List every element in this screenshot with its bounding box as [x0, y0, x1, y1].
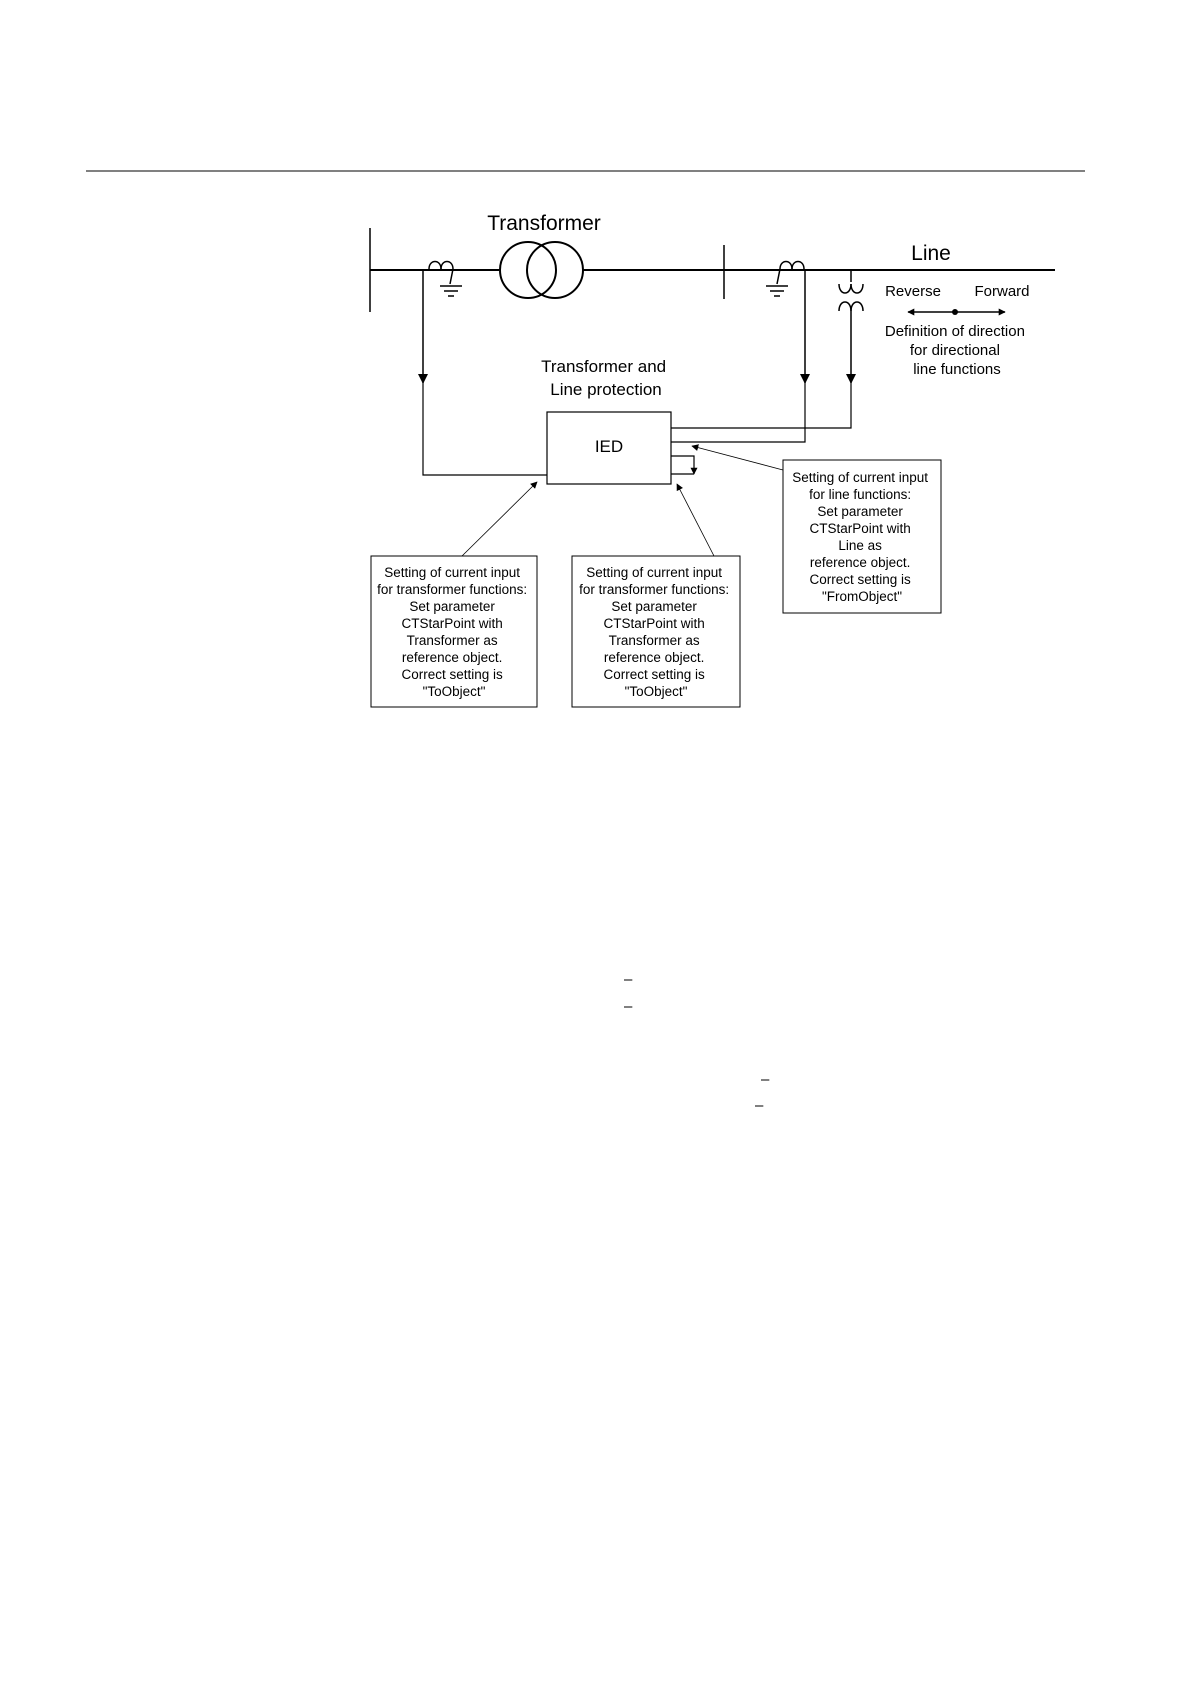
- note-transformer-left: Setting of current input for transformer…: [370, 555, 538, 708]
- transformer-label: Transformer: [487, 212, 601, 235]
- overbar-mark: –: [755, 1097, 764, 1114]
- leader-line-note: [691, 444, 784, 471]
- note-line: Set parameter: [611, 599, 697, 614]
- note-line: "ToObject": [625, 684, 688, 699]
- wire-right-ct: [671, 269, 810, 443]
- note-line-functions: Setting of current input for line functi…: [782, 459, 942, 614]
- reverse-label: Reverse: [885, 283, 941, 300]
- line-label: Line: [911, 242, 951, 265]
- note-line: CTStarPoint with: [809, 521, 910, 536]
- note-line: Correct setting is: [809, 572, 911, 587]
- note-line: "FromObject": [822, 589, 902, 604]
- direction-definition-line: Definition of direction: [885, 323, 1025, 340]
- note-line: Correct setting is: [603, 667, 705, 682]
- overbar-mark: –: [761, 1071, 770, 1088]
- note-line: CTStarPoint with: [401, 616, 502, 631]
- transformer-symbol: [499, 241, 584, 299]
- leader-middle-note: [676, 483, 715, 557]
- svg-text:Setting of current input: Setting of current input for transformer…: [377, 565, 531, 699]
- svg-text:Setting of current input: Setting of current input for transformer…: [579, 565, 733, 699]
- overbar-mark: –: [624, 998, 633, 1015]
- note-transformer-right: Setting of current input for transformer…: [571, 555, 741, 708]
- ied-star-point-loop: [671, 455, 698, 475]
- note-line: Correct setting is: [401, 667, 503, 682]
- svg-text:Setting of current input: Setting of current input for line functi…: [792, 470, 932, 604]
- leader-left-note: [461, 481, 538, 557]
- note-line: Transformer as: [609, 633, 700, 648]
- protection-label-line: Transformer and: [541, 357, 666, 376]
- note-line: CTStarPoint with: [603, 616, 704, 631]
- direction-definition: Definition of direction for directional …: [885, 323, 1029, 378]
- ct-left-icon: [428, 260, 462, 297]
- ied-label: IED: [595, 437, 623, 456]
- note-line: reference object.: [810, 555, 911, 570]
- note-line: for transformer functions:: [579, 582, 729, 597]
- ied-box: IED: [546, 411, 672, 485]
- voltage-transformer-icon: [838, 270, 864, 312]
- direction-definition-line: for directional: [910, 342, 1000, 359]
- note-line: Set parameter: [409, 599, 495, 614]
- ct-right-icon: [766, 260, 805, 297]
- note-line: reference object.: [604, 650, 705, 665]
- forward-label: Forward: [974, 283, 1029, 300]
- protection-label-line: Line protection: [550, 380, 662, 399]
- protection-label: Transformer and Line protection: [541, 357, 671, 399]
- note-line: Setting of current input: [792, 470, 928, 485]
- note-line: reference object.: [402, 650, 503, 665]
- note-line: Transformer as: [407, 633, 498, 648]
- note-line: for transformer functions:: [377, 582, 527, 597]
- overbar-mark: –: [624, 971, 633, 988]
- note-line: Setting of current input: [586, 565, 722, 580]
- note-line: Setting of current input: [384, 565, 520, 580]
- wire-left-ct: [418, 269, 547, 476]
- wire-vt: [671, 311, 856, 429]
- note-line: Line as: [838, 538, 882, 553]
- note-line: "ToObject": [423, 684, 486, 699]
- direction-definition-line: line functions: [913, 361, 1001, 378]
- direction-arrow: [907, 308, 1006, 316]
- note-line: for line functions:: [809, 487, 911, 502]
- note-line: Set parameter: [817, 504, 903, 519]
